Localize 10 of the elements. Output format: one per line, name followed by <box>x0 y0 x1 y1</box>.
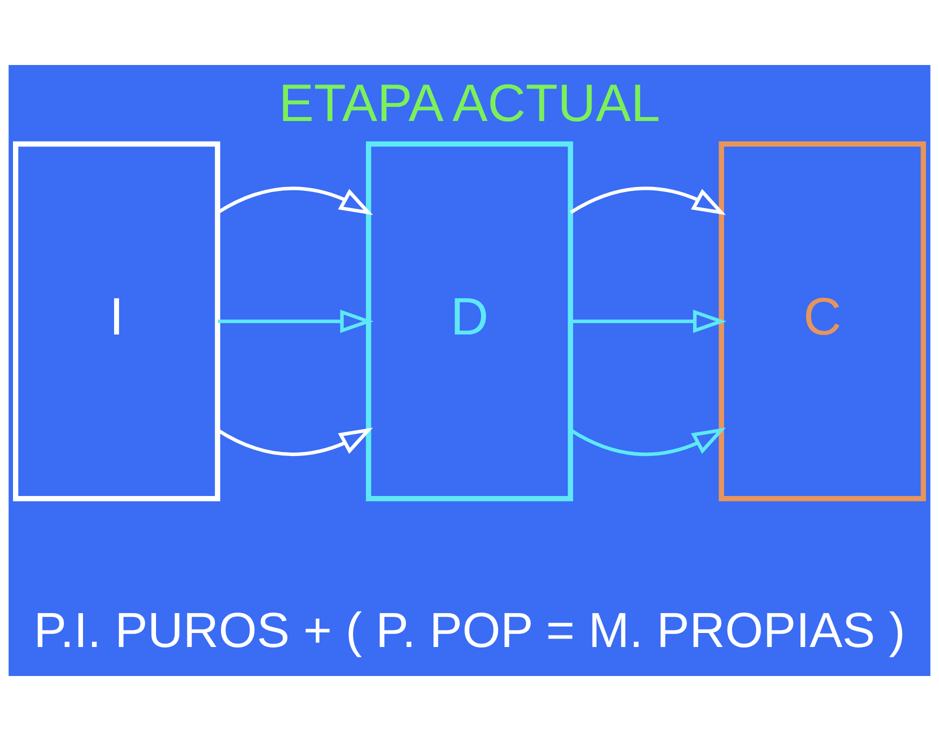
arrow <box>217 186 373 215</box>
arrow <box>570 309 726 333</box>
caption: P.I. PUROS + ( P. POP = M. PROPIAS ) <box>34 602 906 658</box>
diagram-title: ETAPA ACTUAL <box>278 74 660 133</box>
arrow <box>570 186 726 215</box>
node-box: C <box>718 140 926 501</box>
arrow <box>217 427 373 456</box>
arrow <box>218 309 374 333</box>
node-box: I <box>13 140 220 501</box>
node-box: D <box>366 140 574 501</box>
